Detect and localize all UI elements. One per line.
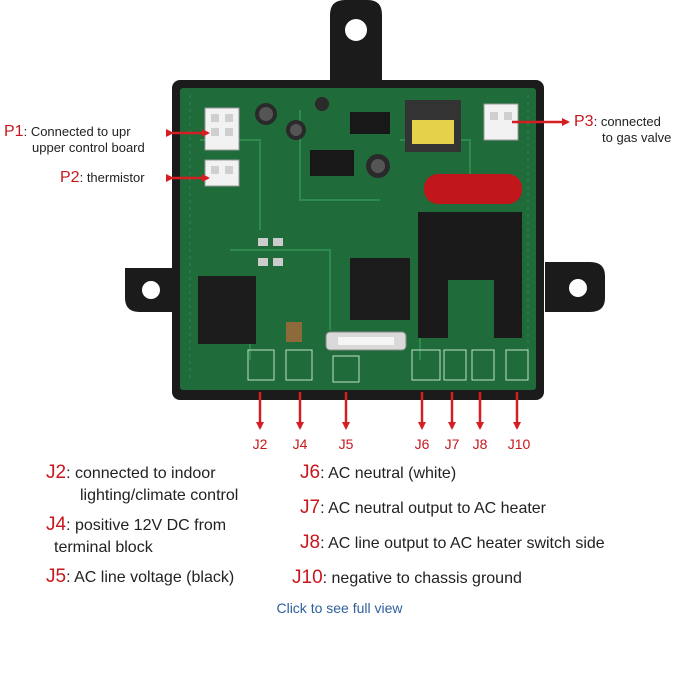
callout-p1-tag: P1 bbox=[4, 123, 24, 140]
jack-label-j5: J5 bbox=[338, 436, 354, 452]
jack-label-j10: J10 bbox=[507, 436, 531, 452]
callout-p3-line1: connected bbox=[600, 114, 661, 129]
callout-p2: P2: thermistor bbox=[60, 169, 145, 186]
legend-j2-line2: lighting/climate control bbox=[80, 487, 239, 504]
jack-label-j8: J8 bbox=[472, 436, 488, 452]
legend-j7: J7: AC neutral output to AC heater bbox=[300, 497, 547, 518]
legend-j6-text: AC neutral (white) bbox=[328, 465, 457, 482]
legend-j8-text: AC line output to AC heater switch side bbox=[328, 535, 605, 552]
legend-j5: J5: AC line voltage (black) bbox=[46, 566, 235, 587]
legend-j2-line1: connected to indoor bbox=[74, 465, 216, 482]
legend-j10-text: negative to chassis ground bbox=[331, 570, 522, 587]
callout-p3: P3: connected to gas valve bbox=[574, 113, 672, 146]
legend-j6: J6: AC neutral (white) bbox=[300, 462, 457, 483]
callout-arrows bbox=[166, 118, 570, 430]
callout-p3-tag: P3 bbox=[574, 113, 594, 130]
legend-j4: J4: positive 12V DC from terminal block bbox=[46, 514, 227, 556]
jack-label-j2: J2 bbox=[252, 436, 268, 452]
legend-j10-tag: J10 bbox=[292, 567, 323, 588]
legend-j5-text: AC line voltage (black) bbox=[74, 569, 235, 586]
full-view-link[interactable]: Click to see full view bbox=[276, 600, 403, 616]
legend-j4-line2: terminal block bbox=[54, 539, 153, 556]
legend-j6-tag: J6 bbox=[300, 462, 321, 483]
callout-p2-tag: P2 bbox=[60, 169, 80, 186]
pcb-components bbox=[198, 97, 529, 383]
legend-j7-tag: J7 bbox=[300, 497, 321, 518]
legend-j5-tag: J5 bbox=[46, 566, 67, 587]
legend-j4-tag: J4 bbox=[46, 514, 67, 535]
jack-label-j7: J7 bbox=[444, 436, 460, 452]
callout-p3-line2: to gas valve bbox=[602, 130, 672, 145]
jack-label-j6: J6 bbox=[414, 436, 430, 452]
legend-j10: J10: negative to chassis ground bbox=[292, 567, 522, 588]
legend-j2-tag: J2 bbox=[46, 462, 67, 483]
legend-j4-line1: positive 12V DC from bbox=[74, 517, 227, 534]
legend-j7-text: AC neutral output to AC heater bbox=[328, 500, 547, 517]
legend-j8: J8: AC line output to AC heater switch s… bbox=[300, 532, 605, 553]
callout-p1: P1: Connected to upr upper control board bbox=[4, 123, 145, 156]
callout-p2-text: thermistor bbox=[86, 170, 145, 185]
legend-j2: J2: connected to indoor lighting/climate… bbox=[46, 462, 239, 504]
jack-label-j4: J4 bbox=[292, 436, 308, 452]
callout-p1-line2: upper control board bbox=[32, 140, 145, 155]
callout-p1-line1: Connected to upr bbox=[30, 124, 131, 139]
legend-j8-tag: J8 bbox=[300, 532, 321, 553]
